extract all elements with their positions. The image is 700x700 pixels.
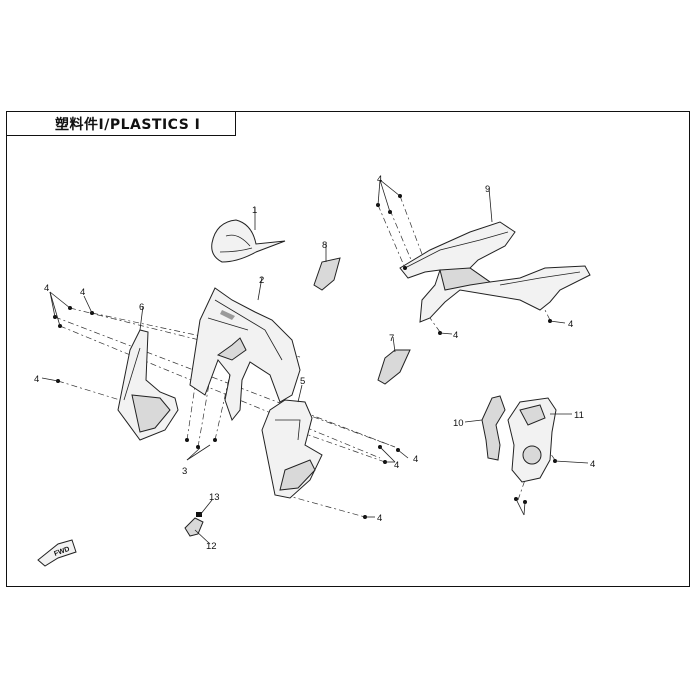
callout-2: 2: [259, 275, 264, 286]
part-10-mount-bracket: [481, 395, 506, 461]
callout-7: 7: [389, 333, 394, 344]
part-13-screw: [196, 512, 202, 517]
callout-1: 1: [252, 205, 257, 216]
part-5-right-side-panel: [261, 399, 323, 499]
part-2-front-frame: [189, 287, 301, 422]
fwd-arrow-icon: FWD: [37, 539, 77, 567]
page-title: 塑料件Ⅰ/PLASTICS Ⅰ: [55, 116, 201, 133]
diagram-frame: [6, 111, 690, 587]
callout-4: 4: [34, 374, 39, 385]
callout-4: 4: [590, 459, 595, 470]
callout-4: 4: [413, 454, 418, 465]
callout-leaders: [41, 179, 589, 545]
title-box: 塑料件Ⅰ/PLASTICS Ⅰ: [6, 111, 236, 136]
callout-5: 5: [300, 376, 305, 387]
callout-6: 6: [139, 302, 144, 313]
callout-10: 10: [453, 418, 464, 429]
callout-4: 4: [453, 330, 458, 341]
callout-11: 11: [574, 410, 584, 421]
callout-4: 4: [377, 513, 382, 524]
callout-13: 13: [209, 492, 220, 503]
part-6-left-side-panel: [117, 329, 179, 441]
callout-12: 12: [206, 541, 217, 552]
part-11-side-cover: [507, 397, 557, 483]
callout-4: 4: [568, 319, 573, 330]
callout-4: 4: [44, 283, 49, 294]
part-7-bracket: [377, 349, 411, 385]
callout-4: 4: [394, 460, 399, 471]
part-9-rear-fender: [399, 221, 591, 323]
callout-4: 4: [377, 174, 382, 185]
callout-3: 3: [182, 466, 187, 477]
callout-8: 8: [322, 240, 327, 251]
callout-4: 4: [80, 287, 85, 298]
part-1-headlight-cover: [211, 219, 286, 263]
part-12-clip: [184, 512, 204, 537]
part-8-bracket: [313, 257, 341, 291]
callout-9: 9: [485, 184, 490, 195]
callout-labels: 1 2 3 5 6 7 8 9 10 11 12 13 4 4 4 4 4 4 …: [34, 174, 595, 552]
